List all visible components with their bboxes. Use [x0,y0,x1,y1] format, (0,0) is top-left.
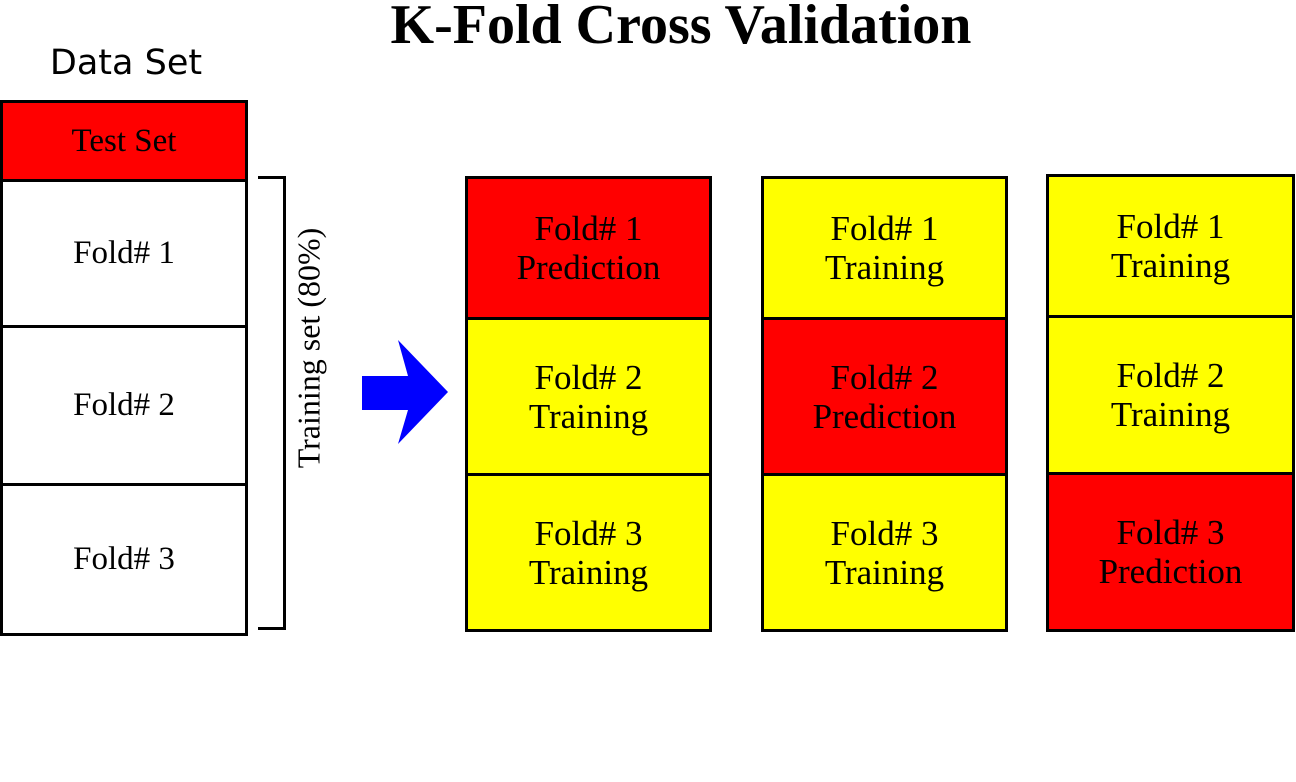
iteration-2-fold-3-cell: Fold# 3 Training [764,473,1005,629]
fold-role: Prediction [516,248,661,287]
fold-role: Training [824,248,945,287]
fold-name: Fold# 2 [534,357,643,397]
fold-role: Training [824,552,945,592]
fold-role: Training [528,396,649,436]
fold-role: Prediction [812,396,957,436]
iteration-3-column: Fold# 1 Training Fold# 2 Training Fold# … [1046,174,1295,632]
dataset-column: Test Set Fold# 1 Fold# 2 Fold# 3 [0,100,248,636]
right-arrow-icon [362,340,448,444]
diagram-title: K-Fold Cross Validation [390,0,972,56]
dataset-label: Data Set [49,43,203,83]
fold-name: Fold# 1 [534,209,643,248]
fold-name: Fold# 3 [1116,513,1225,552]
dataset-fold-1-cell: Fold# 1 [3,179,245,325]
iteration-2-fold-1-cell: Fold# 1 Training [764,179,1005,317]
iteration-3-fold-3-cell: Fold# 3 Prediction [1049,472,1292,629]
fold-name: Fold# 3 [830,513,939,553]
iteration-3-fold-2-cell: Fold# 2 Training [1049,315,1292,472]
fold-role: Training [1110,395,1231,434]
fold-role: Training [1110,246,1231,285]
fold-name: Fold# 2 [1116,356,1225,395]
fold-name: Fold# 1 [1116,207,1225,246]
fold-role: Training [528,552,649,592]
fold-name: Fold# 1 [830,209,939,248]
iteration-2-column: Fold# 1 Training Fold# 2 Prediction Fold… [761,176,1008,632]
training-set-bracket [258,176,286,630]
fold-name: Fold# 2 [830,357,939,397]
iteration-1-fold-1-cell: Fold# 1 Prediction [468,179,709,317]
iteration-1-column: Fold# 1 Prediction Fold# 2 Training Fold… [465,176,712,632]
dataset-fold-2-cell: Fold# 2 [3,325,245,483]
fold-role: Prediction [1098,552,1243,591]
dataset-fold-3-cell: Fold# 3 [3,483,245,633]
iteration-3-fold-1-cell: Fold# 1 Training [1049,177,1292,315]
iteration-1-fold-3-cell: Fold# 3 Training [468,473,709,629]
fold-name: Fold# 3 [534,513,643,553]
training-set-label: Training set (80%) [290,227,327,469]
iteration-1-fold-2-cell: Fold# 2 Training [468,317,709,473]
iteration-2-fold-2-cell: Fold# 2 Prediction [764,317,1005,473]
test-set-cell: Test Set [3,103,245,179]
